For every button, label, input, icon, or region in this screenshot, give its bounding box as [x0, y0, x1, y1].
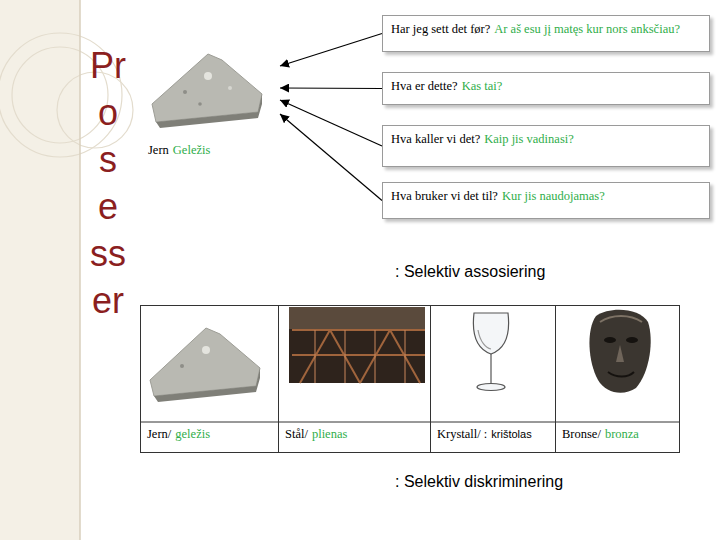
table-cell: Jern/geležis — [140, 305, 279, 453]
text-holder: Jern Geležis — [148, 140, 280, 159]
steel-bridge-picture — [289, 307, 425, 383]
lithuanian-text: Kaip jis vadinasi? — [484, 132, 574, 146]
norwegian-text: Jern — [148, 143, 169, 157]
lithuanian-text: Geležis — [173, 143, 210, 157]
norwegian-text: Har jeg sett det før? — [391, 22, 490, 36]
slide-title: Prosesser — [90, 42, 126, 324]
crystal-glass-picture — [473, 313, 508, 391]
lithuanian-text: krištolas — [491, 428, 531, 440]
norwegian-text: Hva er dette? — [391, 79, 458, 93]
text-holder: Hva bruker vi det til? Kur jis naudojamas… — [391, 186, 701, 205]
text-holder: Har jeg sett det før? Ar aš esu jį matęs … — [391, 19, 701, 38]
text-holder: Jern/geležis — [147, 424, 272, 443]
lithuanian-text: Kur jis naudojamas? — [502, 189, 605, 203]
norwegian-text: Jern/ — [147, 427, 171, 441]
side-band — [0, 0, 80, 540]
norwegian-text: Stål/ — [285, 427, 308, 441]
arrow-connector — [280, 34, 382, 67]
text-holder: Stål/plienas — [285, 424, 424, 443]
lithuanian-text: Kas tai? — [462, 79, 503, 93]
question-box: Hva kaller vi det? Kaip jis vadinasi? — [382, 125, 710, 167]
norwegian-text: Hva kaller vi det? — [391, 132, 480, 146]
question-box: Har jeg sett det før? Ar aš esu jį matęs … — [382, 15, 710, 52]
norwegian-text: Krystall/ : — [437, 427, 487, 441]
lithuanian-text: Ar aš esu jį matęs kur nors anksčiau? — [494, 22, 680, 36]
picture-node: Jern Geležis — [140, 40, 280, 165]
table-rule — [140, 422, 680, 423]
table-cell: Krystall/ : krištolas — [430, 305, 556, 453]
arrow-connector — [280, 87, 382, 89]
question-box: Hva bruker vi det til? Kur jis naudojamas… — [382, 182, 710, 219]
norwegian-text: Bronse/ — [562, 427, 601, 441]
iron-picture — [152, 54, 262, 128]
question-box: Hva er dette? Kas tai? — [382, 72, 710, 105]
norwegian-text: Hva bruker vi det til? — [391, 189, 498, 203]
lithuanian-text: plienas — [312, 427, 347, 441]
process-label: : Selektiv assosiering — [395, 263, 545, 281]
process-label: : Selektiv diskriminering — [395, 473, 563, 491]
text-holder: Bronse/bronza — [562, 424, 673, 443]
table-cell: Bronse/bronza — [555, 305, 680, 453]
lithuanian-text: bronza — [605, 427, 639, 441]
arrow-connector — [280, 114, 382, 201]
text-holder: Krystall/ : krištolas — [437, 424, 549, 443]
text-holder: Hva kaller vi det? Kaip jis vadinasi? — [391, 129, 701, 148]
text-holder: Hva er dette? Kas tai? — [391, 76, 701, 95]
bronze-mask-picture — [589, 310, 650, 393]
lithuanian-text: geležis — [175, 427, 210, 441]
table-cell: Stål/plienas — [278, 305, 431, 453]
iron-picture — [150, 328, 260, 402]
side-rule — [79, 0, 81, 540]
arrow-connector — [280, 100, 382, 146]
